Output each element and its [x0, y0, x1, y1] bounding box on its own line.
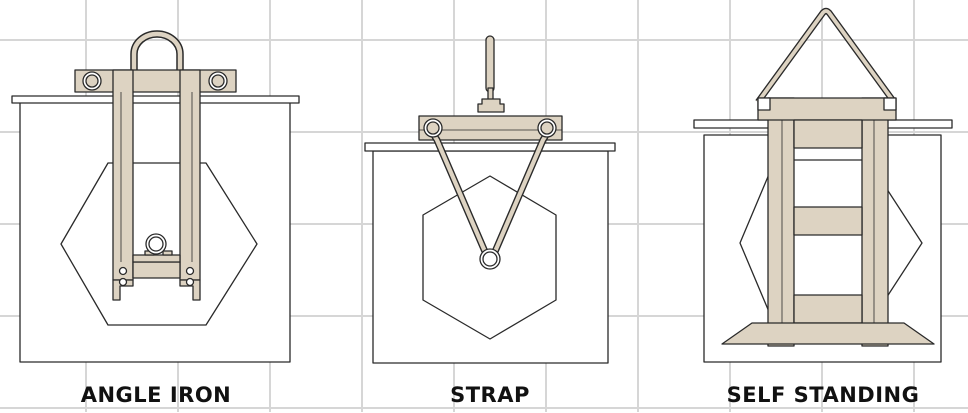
panel-strap [364, 35, 616, 364]
cradle-bolts [118, 266, 195, 287]
frame-crossbar-top [757, 97, 897, 121]
lift-ring [145, 233, 167, 255]
label-angle-iron: ANGLE IRON [80, 383, 232, 407]
bottom-cradle [132, 261, 181, 279]
pivot-bolt-left [82, 71, 102, 91]
pivot-bolt-left [423, 118, 443, 138]
label-strap: STRAP [450, 383, 530, 407]
panel-angle-iron [11, 30, 300, 363]
cradle-foot-left [112, 279, 134, 301]
frame-crossbar-middle [793, 206, 863, 236]
frame-leg-right [861, 97, 889, 347]
tank-rim [364, 142, 616, 152]
angle-iron-leg-right [179, 69, 201, 281]
frame-base [721, 322, 935, 345]
lift-handle [485, 35, 495, 93]
frame-leg-left [767, 97, 795, 347]
lift-ring [479, 248, 501, 270]
pivot-bolt-right [537, 118, 557, 138]
lift-bail [755, 7, 897, 104]
panel-self-standing [693, 7, 953, 363]
cradle-foot-right [179, 279, 201, 301]
tank-rim [11, 95, 300, 104]
label-self-standing: SELF STANDING [726, 383, 920, 407]
hanger-bracket [477, 98, 505, 113]
angle-iron-leg-left [112, 69, 134, 281]
pivot-bolt-right [208, 71, 228, 91]
frame-crossbar-bottom [793, 294, 863, 324]
